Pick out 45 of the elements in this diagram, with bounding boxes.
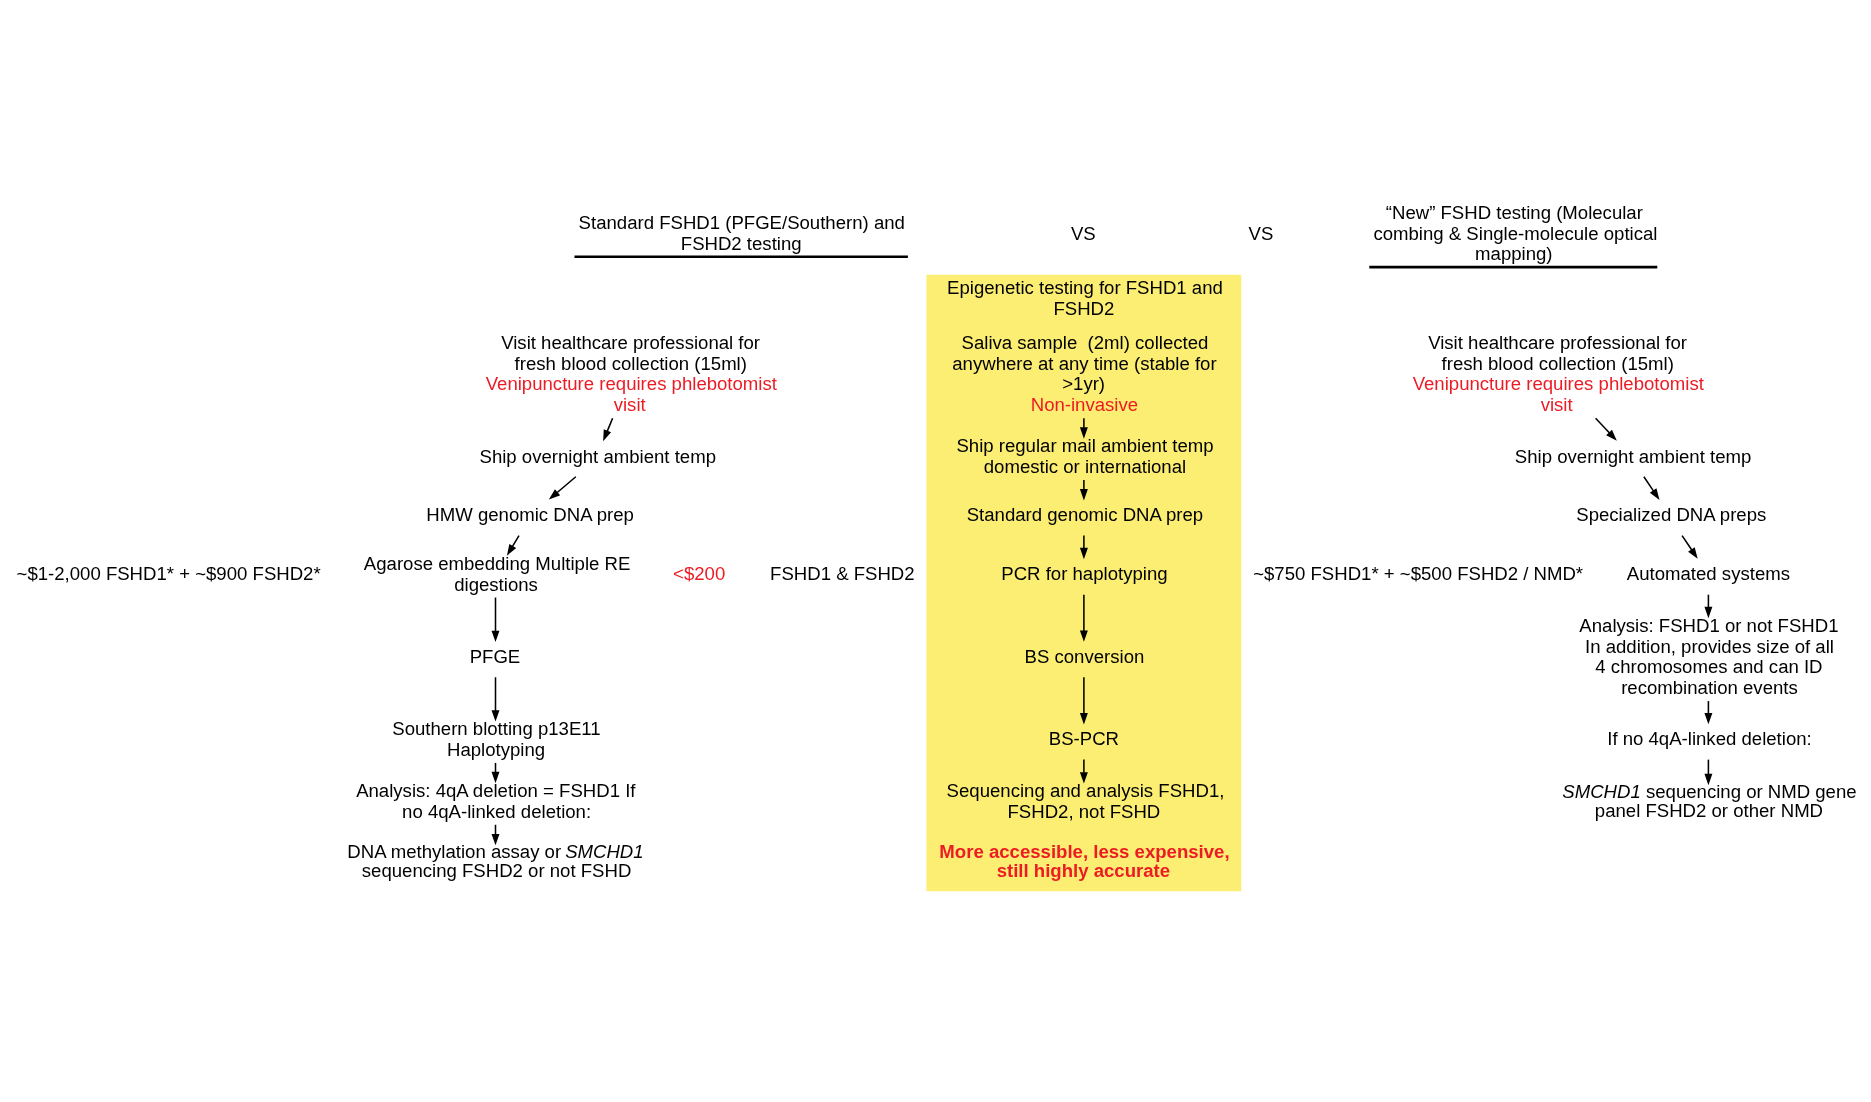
label: <$200 bbox=[673, 563, 726, 585]
arrow bbox=[1079, 417, 1088, 439]
arrow bbox=[1681, 534, 1698, 559]
node-text: Ship overnight ambient temp bbox=[479, 445, 716, 467]
arrow bbox=[1079, 593, 1088, 642]
node-text: Sequencing and analysis FSHD1, FSHD2, not FSHD bbox=[946, 780, 1225, 822]
node-text: Agarose embedding Multiple RE digestions bbox=[363, 552, 631, 595]
arrow bbox=[548, 476, 577, 500]
node-text: Ship overnight ambient temp bbox=[1514, 445, 1752, 467]
node-text: BS conversion bbox=[1024, 645, 1145, 667]
node-text: Ship regular mail ambient temp domestic or international bbox=[956, 435, 1214, 477]
node-text: Visit healthcare professional for fresh blood collection (15ml) Venipuncture requires phlebotomist visit bbox=[1412, 332, 1704, 416]
label: FSHD1 & FSHD2 bbox=[770, 563, 915, 585]
label: VS bbox=[1070, 222, 1096, 244]
arrow bbox=[506, 534, 520, 556]
arrow bbox=[1079, 676, 1088, 725]
label: VS bbox=[1248, 222, 1274, 244]
node-text: Visit healthcare professional for fresh blood collection (15ml) Venipuncture requires phlebotomist visit bbox=[485, 332, 777, 416]
node-text: BS-PCR bbox=[1048, 728, 1119, 750]
arrow bbox=[491, 596, 500, 642]
node-text: DNA methylation assay or SMCHD1 sequencing FSHD2 or not FSHD bbox=[347, 840, 644, 881]
arrow bbox=[1079, 534, 1088, 560]
node-text: Specialized DNA preps bbox=[1576, 504, 1767, 526]
node-text: PFGE bbox=[469, 645, 521, 667]
node-text: Standard FSHD1 (PFGE/Southern) and FSHD2 testing bbox=[578, 212, 905, 254]
arrow bbox=[603, 417, 614, 442]
node-text: Standard genomic DNA prep bbox=[966, 504, 1204, 526]
node-text: SMCHD1 sequencing or NMD gene panel FSHD2 or other NMD bbox=[1562, 781, 1857, 821]
node-text: Automated systems bbox=[1626, 563, 1790, 585]
label: ~$750 FSHD1* + ~$500 FSHD2 / NMD* bbox=[1253, 563, 1584, 585]
node-text: If no 4qA-linked deletion: bbox=[1607, 728, 1812, 750]
arrow bbox=[491, 676, 500, 722]
node-text: “New” FSHD testing (Molecular combing & Single-molecule optical mapping) bbox=[1373, 202, 1658, 265]
node-text: Saliva sample (2ml) collected anywhere at any time (stable for >1yr) Non-invasive bbox=[952, 332, 1217, 416]
label: More accessible, less expensive, still highly accurate bbox=[939, 840, 1230, 881]
arrow bbox=[1079, 758, 1088, 784]
arrow bbox=[1643, 476, 1660, 500]
node-text: HMW genomic DNA prep bbox=[426, 504, 634, 526]
label: ~$1-2,000 FSHD1* + ~$900 FSHD2* bbox=[16, 563, 321, 585]
node-text: Analysis: FSHD1 or not FSHD1 In addition, provides size of all 4 chromosomes and can ID recombination events bbox=[1579, 614, 1839, 698]
node-text: PCR for haplotyping bbox=[1001, 563, 1168, 585]
arrow bbox=[1594, 417, 1617, 441]
node-text: Southern blotting p13E11 Haplotyping bbox=[392, 718, 601, 760]
arrow bbox=[1079, 479, 1088, 501]
node-text: Analysis: 4qA deletion = FSHD1 If no 4qA-linked deletion: bbox=[356, 780, 636, 822]
